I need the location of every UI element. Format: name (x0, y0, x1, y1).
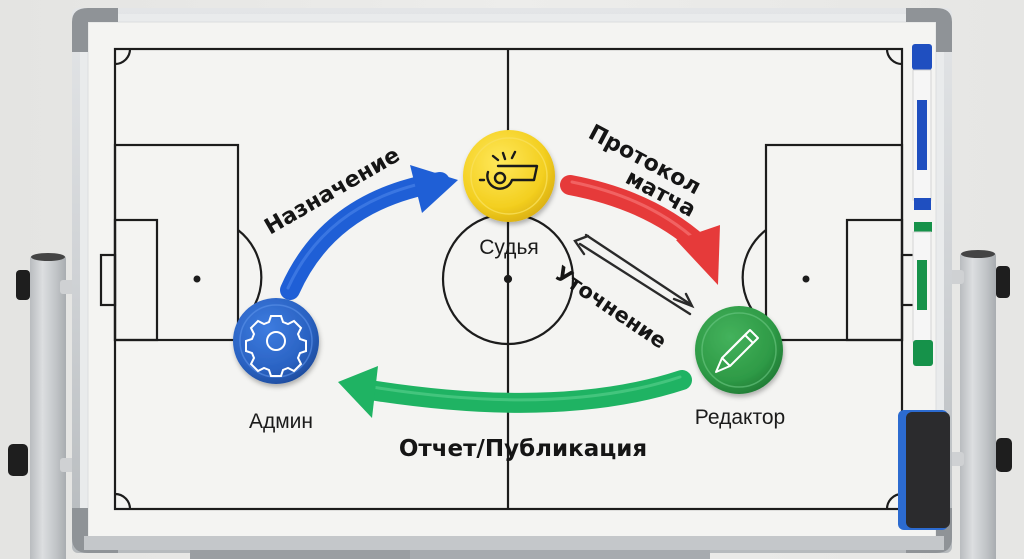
arrow-assignment (280, 165, 458, 300)
knob-icon[interactable] (996, 266, 1010, 298)
knob-icon[interactable] (8, 444, 28, 476)
knob-icon[interactable] (996, 438, 1012, 472)
eraser[interactable] (898, 410, 950, 530)
green-marker[interactable] (912, 222, 933, 366)
node-label-referee: Судья (479, 236, 539, 259)
arrow-match-protocol (560, 175, 720, 285)
whistle-icon (478, 150, 539, 190)
node-label-admin: Админ (249, 410, 313, 433)
right-stand (948, 250, 1012, 559)
pencil-icon (715, 329, 759, 373)
gear-icon (245, 315, 307, 377)
node-editor[interactable] (695, 306, 783, 394)
node-label-editor: Редактор (695, 406, 785, 429)
edge-label-report-publication: Отчет/Публикация (399, 436, 647, 462)
whiteboard-frame (72, 8, 952, 559)
blue-marker[interactable] (912, 44, 932, 210)
knob-icon[interactable] (16, 270, 30, 300)
left-stand (8, 253, 78, 559)
arrow-clarification (573, 233, 695, 316)
arrow-report-publication (338, 366, 692, 418)
node-referee[interactable] (463, 130, 555, 222)
